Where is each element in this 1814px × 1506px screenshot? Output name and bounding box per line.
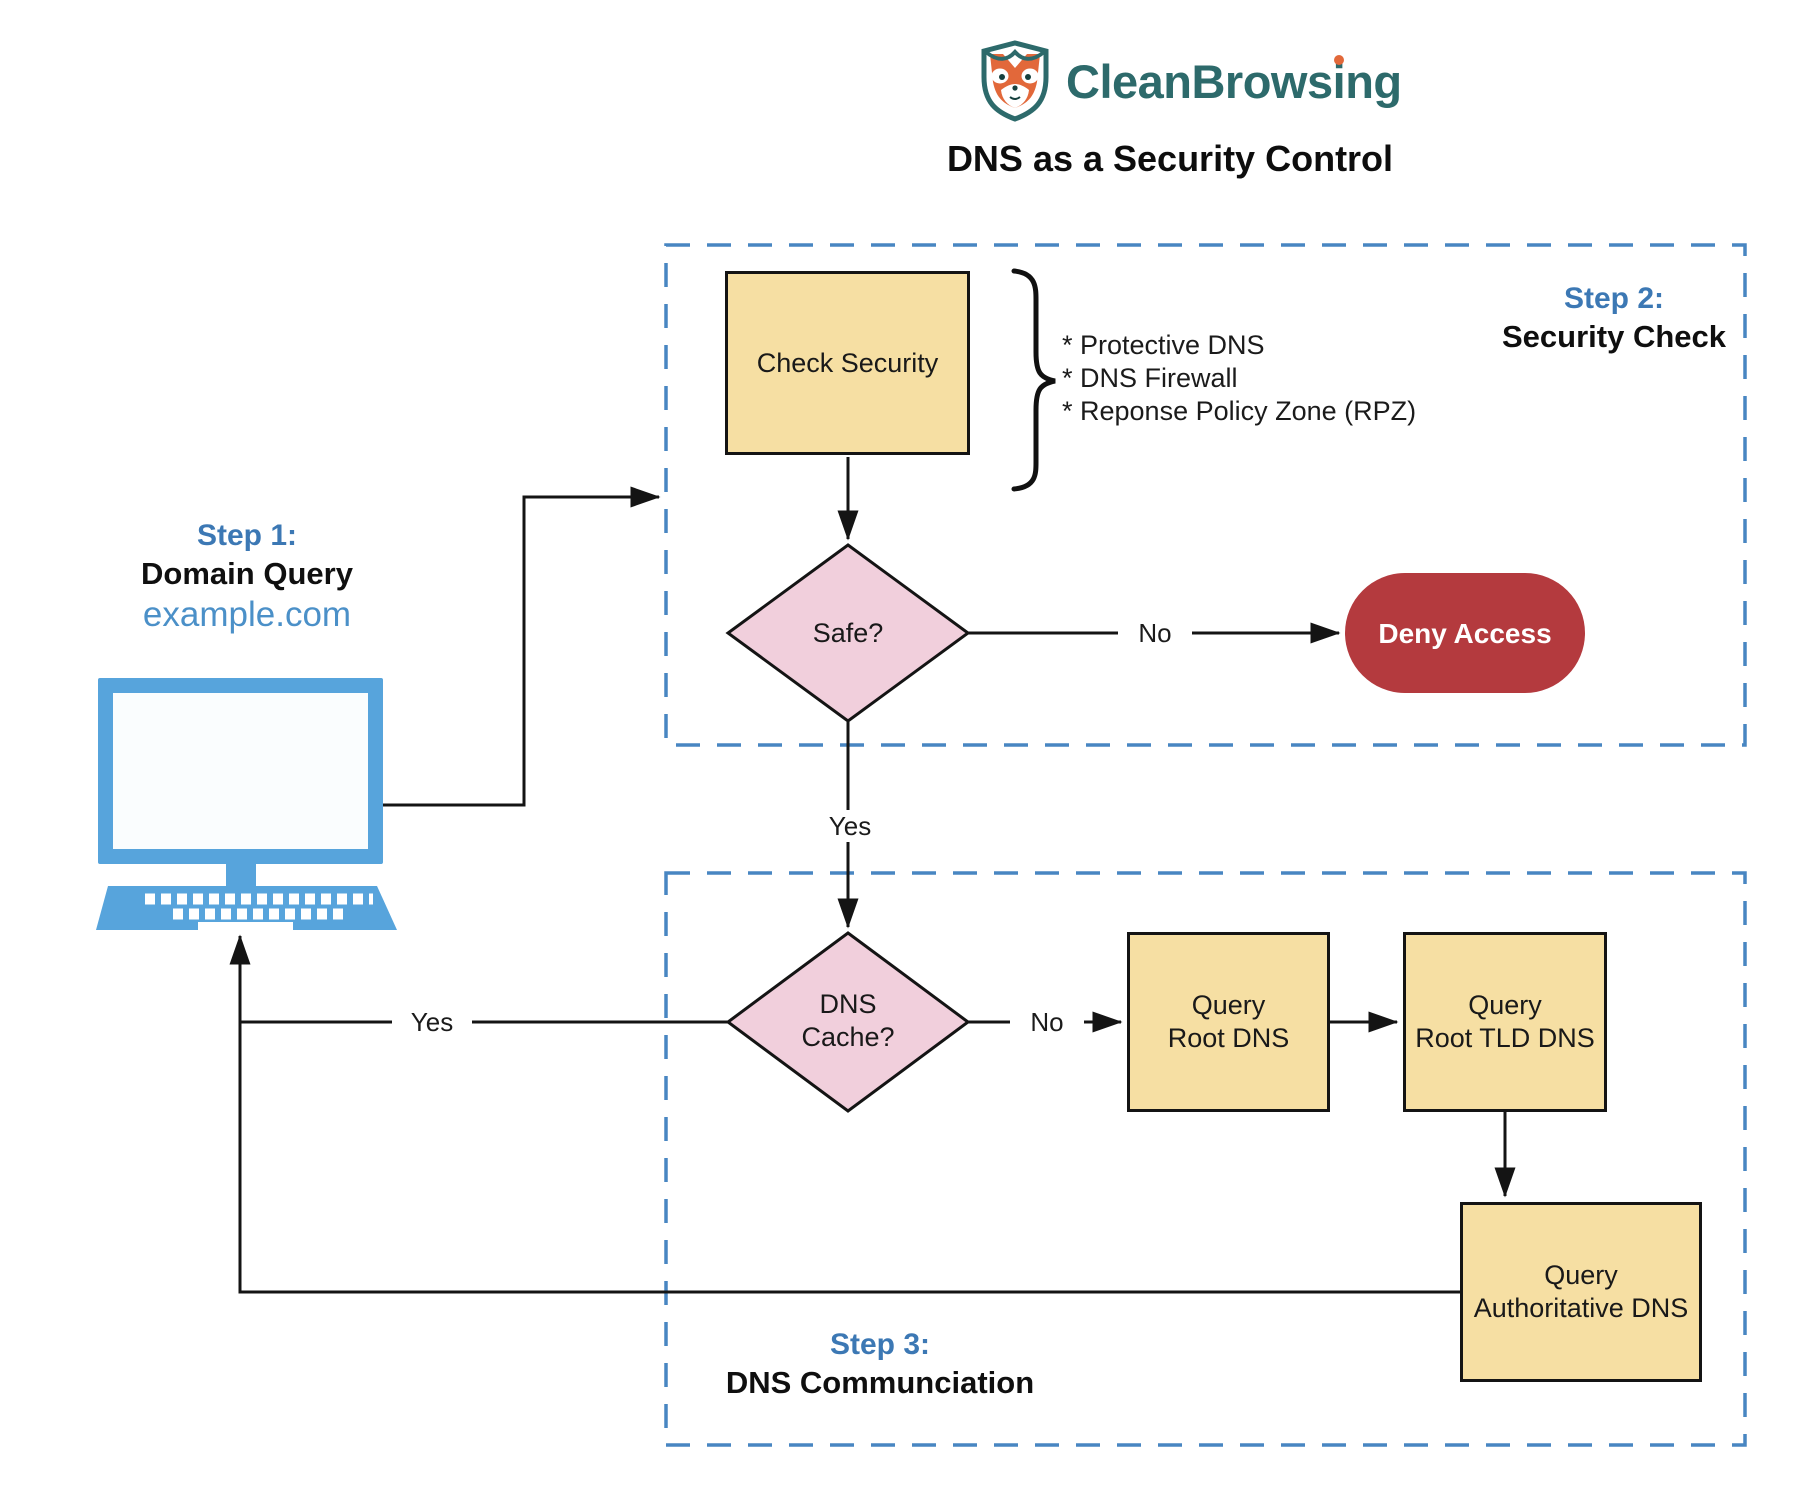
brand-name: CleanBrowsing: [1066, 54, 1402, 109]
edge-label-yes-step2: Yes: [810, 810, 890, 842]
arrow-computer-to-step2: [383, 486, 661, 807]
safe-decision-diamond: [725, 543, 971, 723]
page-title: DNS as a Security Control: [946, 138, 1394, 179]
step2-label: Step 2:: [1563, 282, 1665, 315]
edge-label-yes-step3: Yes: [392, 1006, 472, 1038]
check-security-node: Check Security: [725, 271, 970, 455]
step3-name: DNS Communciation: [725, 1365, 1035, 1400]
computer-icon: [96, 678, 397, 930]
step1-name: Domain Query: [141, 556, 353, 591]
query-root-dns-node: Query Root DNS: [1127, 932, 1330, 1112]
security-methods-list: * Protective DNS * DNS Firewall * Repons…: [1062, 329, 1416, 428]
step2-name: Security Check: [1502, 319, 1726, 354]
step3-dashed-zone: [664, 871, 1747, 1447]
query-root-tld-dns-node: Query Root TLD DNS: [1403, 932, 1607, 1112]
list-item: * Reponse Policy Zone (RPZ): [1062, 396, 1417, 426]
dns-cache-decision-diamond: [725, 931, 971, 1113]
list-item: * Protective DNS: [1062, 330, 1265, 360]
brand-text-pre: CleanBrows: [1066, 54, 1333, 108]
safe-decision-label: Safe?: [812, 617, 884, 648]
dns-cache-decision-label: DNS Cache?: [801, 989, 895, 1052]
deny-access-node: Deny Access: [1345, 573, 1585, 693]
fox-shield-icon: [981, 40, 1049, 122]
brand-text-post: ng: [1345, 54, 1402, 108]
edge-label-no-step2: No: [1118, 617, 1192, 649]
arrow-auth-return-to-computer: [229, 934, 1460, 1294]
step2-block: Step 2: Security Check: [1464, 280, 1764, 356]
step1-domain: example.com: [142, 595, 352, 634]
edge-label-no-step3: No: [1010, 1006, 1084, 1038]
step1-label: Step 1:: [196, 519, 298, 552]
brand-header: CleanBrowsing: [978, 40, 1402, 122]
list-item: * DNS Firewall: [1062, 363, 1238, 393]
brand-text-i: i: [1332, 54, 1346, 108]
curly-brace: [1011, 268, 1056, 492]
query-authoritative-dns-node: Query Authoritative DNS: [1460, 1202, 1702, 1382]
step3-label: Step 3:: [829, 1328, 931, 1361]
step3-block: Step 3: DNS Communciation: [680, 1326, 1080, 1402]
step2-dashed-zone: [664, 243, 1747, 747]
step1-block: Step 1: Domain Query example.com: [97, 517, 397, 637]
